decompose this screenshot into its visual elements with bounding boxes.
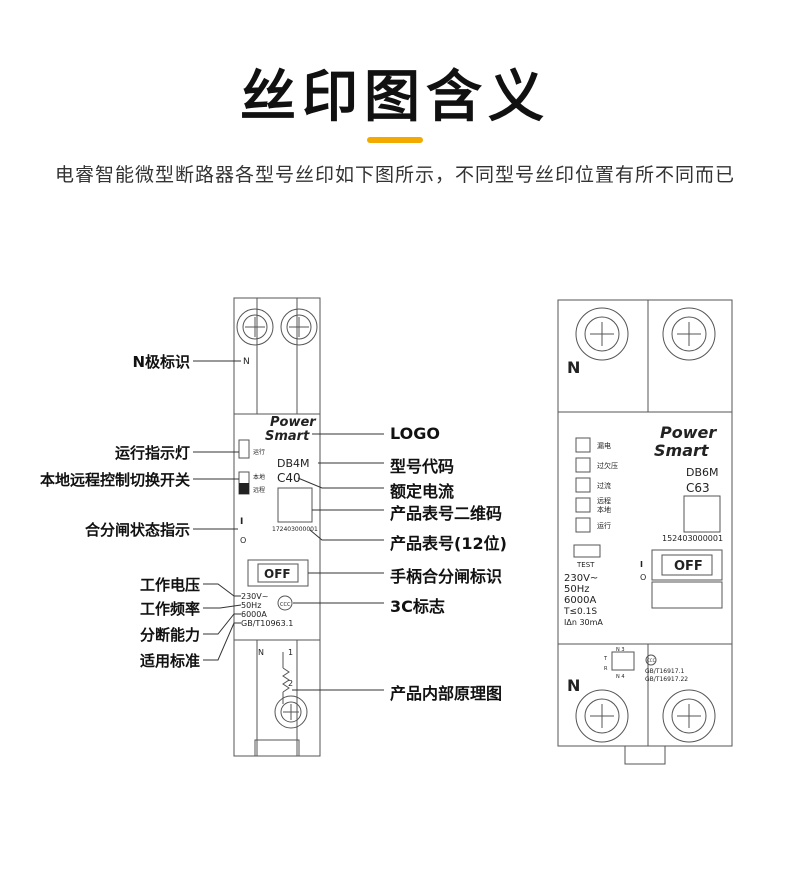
device1-voltage: 230V~ bbox=[241, 592, 268, 601]
device1-off-mark: O bbox=[240, 536, 246, 545]
title-accent-bar bbox=[367, 137, 423, 143]
device2-ind-remote: 远程 bbox=[597, 496, 611, 505]
device2-cert-text: CCC bbox=[647, 658, 656, 663]
device2-qr-code bbox=[683, 495, 721, 533]
device1-logo-top: Power bbox=[270, 415, 317, 430]
device1-standard: GB/T10963.1 bbox=[241, 619, 293, 628]
device2-ind-mode: 远程 本地 bbox=[597, 496, 613, 514]
leader-breaking bbox=[203, 613, 241, 635]
label-run-light: 运行指示灯 bbox=[114, 444, 190, 462]
leader-serial bbox=[309, 529, 384, 541]
device1-cert-text: CCC bbox=[280, 602, 291, 608]
device2-n-bottom: N bbox=[567, 676, 580, 695]
device2-on-mark: I bbox=[640, 560, 643, 569]
device2-std2: GB/T16917.22 bbox=[645, 676, 688, 683]
device1-serial: 172403000001 bbox=[272, 526, 318, 533]
label-n-pole: N极标识 bbox=[132, 353, 190, 371]
label-rated-current: 额定电流 bbox=[390, 482, 455, 501]
device2-ind-run: 运行 bbox=[597, 521, 611, 530]
label-voltage: 工作电压 bbox=[139, 576, 200, 594]
device2-off-mark: O bbox=[640, 573, 646, 582]
device2-frequency: 50Hz bbox=[564, 584, 590, 595]
page-subtitle: 电睿智能微型断路器各型号丝印如下图所示，不同型号丝印位置有所不同而已 bbox=[54, 164, 735, 186]
page-title: 丝印图含义 bbox=[240, 65, 550, 130]
device2-model: DB6M bbox=[686, 466, 719, 479]
label-standard: 适用标准 bbox=[139, 652, 200, 670]
label-state: 合分闸状态指示 bbox=[84, 521, 190, 539]
device2-test-label: TEST bbox=[576, 561, 595, 569]
device2-breaking: 6000A bbox=[564, 595, 596, 606]
device-db4m bbox=[233, 297, 321, 757]
device1-sch-1: 1 bbox=[288, 648, 293, 657]
device1-remote-label: 远程 bbox=[253, 486, 265, 494]
device1-handle-off: OFF bbox=[264, 567, 291, 581]
device2-handle bbox=[651, 549, 723, 581]
device1-n-mark: N bbox=[243, 357, 250, 367]
device2-sch-t: T bbox=[603, 656, 608, 662]
leader-lines bbox=[193, 360, 384, 691]
device1-current: C40 bbox=[277, 471, 301, 485]
device1-model: DB4M bbox=[277, 457, 310, 470]
device2-logo-bottom: Smart bbox=[654, 441, 710, 460]
device1-breaking: 6000A bbox=[241, 610, 267, 619]
label-switch: 本地远程控制切换开关 bbox=[39, 471, 190, 489]
device2-voltage: 230V~ bbox=[564, 573, 598, 584]
device2-serial: 152403000001 bbox=[662, 534, 723, 543]
device1-run-light bbox=[238, 439, 250, 459]
label-model-code: 型号代码 bbox=[390, 457, 455, 476]
device-db6m bbox=[557, 299, 733, 765]
device2-sch-n3: N 3 bbox=[616, 647, 625, 653]
device1-logo-bottom: Smart bbox=[265, 429, 310, 444]
device2-std1: GB/T16917.1 bbox=[645, 668, 684, 675]
leader-voltage bbox=[203, 583, 241, 597]
device2-3c-mark bbox=[645, 654, 657, 666]
device2-n-top: N bbox=[567, 358, 580, 377]
device2-current: C63 bbox=[686, 481, 710, 495]
device1-frequency: 50Hz bbox=[241, 601, 261, 610]
label-logo: LOGO bbox=[390, 424, 440, 443]
device2-schematic bbox=[611, 651, 635, 671]
device2-ind-leak: 漏电 bbox=[597, 441, 611, 450]
device1-sch-n: N bbox=[258, 648, 264, 657]
device1-local-label: 本地 bbox=[253, 473, 265, 481]
device2-sch-r: R bbox=[604, 666, 608, 672]
device2-ind-volt: 过欠压 bbox=[597, 461, 618, 470]
label-serial: 产品表号(12位) bbox=[390, 534, 507, 553]
device2-logo-top: Power bbox=[660, 423, 717, 442]
device1-on-mark: I bbox=[240, 517, 243, 527]
label-qr: 产品表号二维码 bbox=[390, 504, 503, 523]
leader-standard bbox=[203, 622, 241, 661]
leader-frequency bbox=[203, 604, 242, 609]
device1-run-label: 运行 bbox=[253, 448, 265, 456]
device2-sch-n4: N 4 bbox=[616, 674, 625, 680]
device2-residual: IΔn 30mA bbox=[564, 618, 603, 627]
device2-ind-local: 本地 bbox=[597, 505, 611, 514]
label-frequency: 工作频率 bbox=[139, 600, 200, 618]
device2-test-button bbox=[573, 544, 601, 558]
device1-3c-mark bbox=[277, 595, 293, 611]
device1-qr-code bbox=[277, 487, 313, 523]
device1-top-terminals bbox=[236, 308, 318, 346]
label-handle: 手柄合分闸标识 bbox=[390, 567, 503, 586]
device2-handle-off: OFF bbox=[674, 559, 703, 574]
label-3c: 3C标志 bbox=[390, 597, 445, 616]
device2-ind-curr: 过流 bbox=[597, 481, 611, 490]
leader-current bbox=[297, 477, 384, 489]
device2-trip-time: T≤0.1S bbox=[563, 607, 597, 617]
label-breaking: 分断能力 bbox=[139, 626, 200, 644]
device1-sch-2: 2 bbox=[288, 679, 293, 688]
label-schematic: 产品内部原理图 bbox=[390, 684, 503, 703]
